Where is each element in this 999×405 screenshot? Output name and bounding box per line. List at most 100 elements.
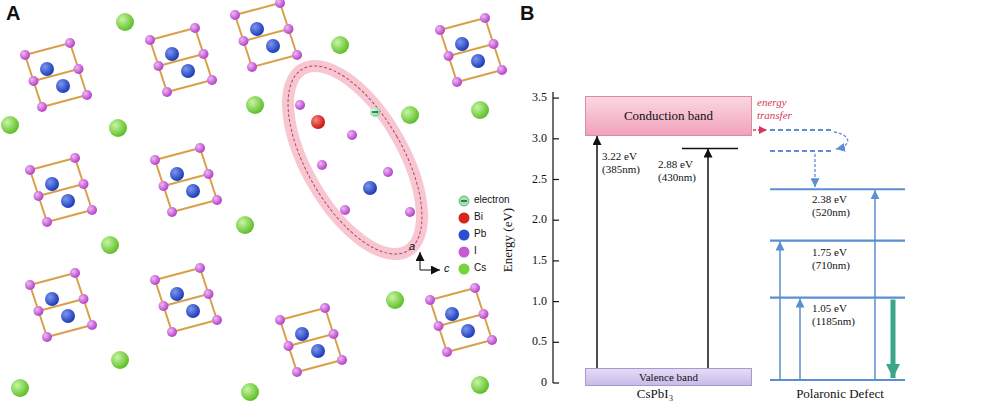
lead-atom bbox=[445, 307, 459, 321]
y-axis bbox=[552, 92, 553, 383]
iodine-atom bbox=[25, 165, 35, 175]
bond-outline bbox=[150, 28, 212, 92]
y-tick bbox=[553, 301, 559, 302]
iodine-atom bbox=[87, 205, 97, 215]
tick-label: 2.5 bbox=[515, 173, 547, 187]
tick-label: 1.0 bbox=[515, 295, 547, 309]
cesium-atom bbox=[386, 291, 404, 309]
iodine-atom bbox=[275, 0, 285, 8]
excitation-arrow bbox=[799, 299, 801, 379]
energy-label: 2.88 eV (430nm) bbox=[658, 158, 704, 183]
electron bbox=[370, 107, 380, 117]
y-tick bbox=[553, 97, 559, 98]
iodine-atom bbox=[275, 315, 285, 325]
lead-atom bbox=[40, 62, 54, 76]
tick-label: 0.5 bbox=[515, 335, 547, 349]
lead-atom bbox=[61, 309, 75, 323]
atoms bbox=[1, 0, 507, 401]
energy-label: 1.75 eV (710nm) bbox=[812, 246, 867, 271]
conduction-band: Conduction band bbox=[585, 96, 752, 136]
energy-label: 3.22 eV (385nm) bbox=[602, 150, 652, 175]
lead-atom bbox=[455, 37, 469, 51]
axis-arrow bbox=[420, 252, 421, 270]
iodine-atom bbox=[284, 341, 294, 351]
legend-swatch bbox=[457, 228, 471, 242]
highlight-glow bbox=[261, 45, 449, 275]
emission-arrow bbox=[891, 300, 896, 378]
legend-label: Bi bbox=[474, 211, 483, 223]
lead-atom bbox=[266, 39, 280, 53]
iodine-atom bbox=[34, 306, 44, 316]
legend-label: electron bbox=[474, 194, 510, 206]
iodine-atom bbox=[434, 321, 444, 331]
axis-label: c bbox=[444, 262, 450, 275]
bond-outline bbox=[235, 3, 297, 67]
legend-swatch bbox=[459, 264, 470, 275]
iodine-atom bbox=[489, 39, 499, 49]
legend-row: Bi bbox=[457, 211, 511, 226]
iodine-atom bbox=[292, 367, 302, 377]
iodine-atom bbox=[340, 205, 350, 215]
cesium-atom bbox=[241, 383, 259, 401]
tick-label: 1.5 bbox=[515, 254, 547, 268]
legend-swatch bbox=[459, 247, 470, 258]
iodine-atom bbox=[204, 169, 214, 179]
electron-sign bbox=[461, 200, 467, 201]
transition-arrow bbox=[707, 149, 709, 368]
tick-label: 0 bbox=[515, 376, 547, 390]
cesium-atom bbox=[471, 376, 489, 394]
iodine-atom bbox=[329, 329, 339, 339]
iodine-atom bbox=[487, 335, 497, 345]
cesium-atom bbox=[111, 351, 129, 369]
iodine-atom bbox=[239, 36, 249, 46]
iodine-atom bbox=[212, 195, 222, 205]
iodine-atom bbox=[442, 347, 452, 357]
iodine-atom bbox=[42, 332, 52, 342]
iodine-atom bbox=[34, 191, 44, 201]
iodine-atom bbox=[162, 87, 172, 97]
iodine-atom bbox=[320, 303, 330, 313]
cesium-atom bbox=[101, 236, 119, 254]
iodine-atom bbox=[82, 90, 92, 100]
iodine-atom bbox=[497, 65, 507, 75]
iodine-atom bbox=[435, 25, 445, 35]
bond-outline bbox=[155, 148, 217, 212]
axis-arrow bbox=[420, 270, 440, 271]
bond-outline bbox=[280, 308, 342, 372]
energy-transfer-arrow bbox=[753, 129, 767, 130]
iodine-atom bbox=[195, 263, 205, 273]
axis-label: a bbox=[409, 240, 415, 253]
iodine-atom bbox=[159, 301, 169, 311]
energy-level bbox=[682, 148, 738, 150]
cesium-atom bbox=[109, 119, 127, 137]
bond-outline bbox=[440, 18, 502, 82]
iodine-atom bbox=[150, 275, 160, 285]
iodine-atom bbox=[425, 295, 435, 305]
bond-outline bbox=[155, 268, 217, 332]
iodine-atom bbox=[29, 76, 39, 86]
tick-label: 2.0 bbox=[515, 213, 547, 227]
iodine-atom bbox=[159, 181, 169, 191]
lead-atom bbox=[295, 327, 309, 341]
relaxation-arrow bbox=[834, 132, 848, 149]
defect-level bbox=[770, 239, 905, 241]
bond-outline bbox=[430, 288, 492, 352]
lead-atom bbox=[186, 304, 200, 318]
iodine-atom bbox=[154, 61, 164, 71]
iodine-atom bbox=[230, 10, 240, 20]
dashed-level bbox=[770, 129, 832, 131]
legend-swatch bbox=[457, 262, 471, 276]
iodine-atom bbox=[20, 50, 30, 60]
lead-atom bbox=[170, 287, 184, 301]
cesium-atom bbox=[236, 216, 254, 234]
lead-atom bbox=[45, 177, 59, 191]
iodine-atom bbox=[247, 62, 257, 72]
category-label: Polaronic Defect bbox=[796, 387, 884, 402]
cesium-atom bbox=[331, 36, 349, 54]
iodine-atom bbox=[317, 160, 327, 170]
panel-letter: A bbox=[6, 2, 20, 25]
legend-label: I bbox=[474, 245, 477, 257]
lead-atom bbox=[61, 194, 75, 208]
y-tick bbox=[553, 342, 559, 343]
legend-row: Pb bbox=[457, 228, 511, 243]
